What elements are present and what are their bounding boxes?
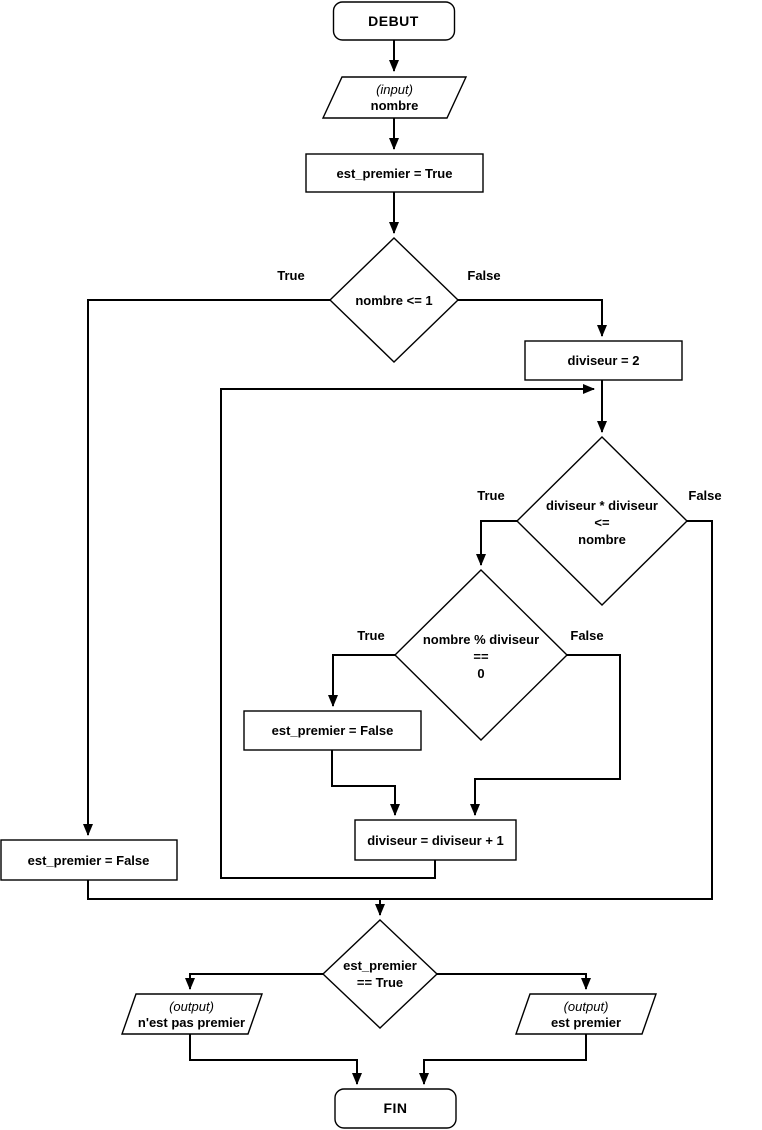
- node-set-false-inner-shape: [243, 710, 422, 751]
- branch-label-d1-false: False: [467, 268, 501, 283]
- node-output-prime-prefix: (output): [563, 998, 609, 1014]
- node-end-shape: [334, 1088, 457, 1129]
- edge-decision2-false: [380, 520, 713, 900]
- node-init-est-premier-label: est_premier = True: [336, 165, 453, 181]
- node-start-shape: [332, 1, 456, 41]
- edge-decision4-to-prime: [437, 973, 591, 990]
- node-input-label: (input) nombre: [323, 78, 466, 118]
- node-decision3-line3: 0: [477, 666, 485, 681]
- edge-prime-to-end: [419, 1034, 587, 1085]
- node-input-value: nombre: [370, 98, 419, 113]
- edge-notprime-to-end: [189, 1034, 362, 1085]
- edge-leftbox-to-junction: [87, 880, 380, 900]
- node-decision4-shape: [321, 919, 439, 1029]
- node-input-prefix: (input): [376, 82, 413, 97]
- edge-decision3-false: [470, 654, 621, 816]
- branch-label-d2-false: False: [688, 488, 722, 503]
- branch-label-d2-true: True: [477, 488, 505, 503]
- node-decision2-line3: nombre: [578, 532, 626, 547]
- node-output-prime-shape: [515, 993, 657, 1035]
- node-set-false-inner-label: est_premier = False: [271, 723, 394, 738]
- node-decision2-line1: diviseur * diviseur: [546, 498, 658, 513]
- node-set-false-left-label: est_premier = False: [27, 852, 150, 868]
- branch-label-d1-true: True: [277, 268, 305, 283]
- node-decision3-label: nombre % diviseur == 0: [391, 631, 571, 682]
- node-decision2-label: diviseur * diviseur <= nombre: [512, 497, 692, 548]
- node-decision2-shape: [516, 436, 688, 606]
- edge-decision4-to-notprime: [185, 973, 323, 990]
- node-output-prime-label: (output) est premier: [516, 996, 656, 1033]
- node-decision3-shape: [394, 569, 568, 741]
- edge-decision3-true: [328, 654, 395, 707]
- edge-decision2-true: [476, 520, 517, 566]
- node-output-not-prime-label: (output) n'est pas premier: [120, 996, 263, 1033]
- node-end-label: FIN: [383, 1100, 408, 1116]
- edge-decision1-true: [83, 299, 330, 836]
- node-decision2-line2: <=: [594, 515, 610, 530]
- edge-loopback: [220, 384, 595, 879]
- node-decision3-line2: ==: [473, 649, 489, 664]
- node-decision1-label: nombre <= 1: [355, 292, 433, 308]
- node-init-est-premier-shape: [305, 153, 484, 193]
- node-decision4-line2: == True: [356, 975, 404, 990]
- node-decision3-line1: nombre % diviseur: [422, 632, 540, 647]
- node-input-shape: [321, 76, 468, 119]
- edge-decision1-false: [458, 299, 607, 337]
- node-output-prime-value: est premier: [550, 1014, 622, 1030]
- node-increment-shape: [354, 819, 517, 861]
- node-increment-label: diviseur = diviseur + 1: [367, 832, 504, 848]
- branch-label-d3-false: False: [570, 628, 604, 643]
- node-start-label: DEBUT: [368, 12, 419, 29]
- node-decision1-shape: [328, 237, 460, 363]
- node-init-diviseur-label: diviseur = 2: [567, 353, 640, 368]
- branch-label-d3-true: True: [357, 628, 385, 643]
- node-set-false-left-shape: [0, 839, 178, 881]
- node-decision4-label: est_premier == True: [310, 957, 450, 991]
- node-decision4-line1: est_premier: [343, 958, 417, 973]
- node-output-not-prime-shape: [121, 993, 263, 1035]
- node-output-not-prime-value: n'est pas premier: [137, 1014, 246, 1030]
- node-output-not-prime-prefix: (output): [169, 998, 214, 1014]
- edge-innerfalse-to-increment: [331, 750, 400, 816]
- node-init-diviseur-shape: [524, 340, 683, 381]
